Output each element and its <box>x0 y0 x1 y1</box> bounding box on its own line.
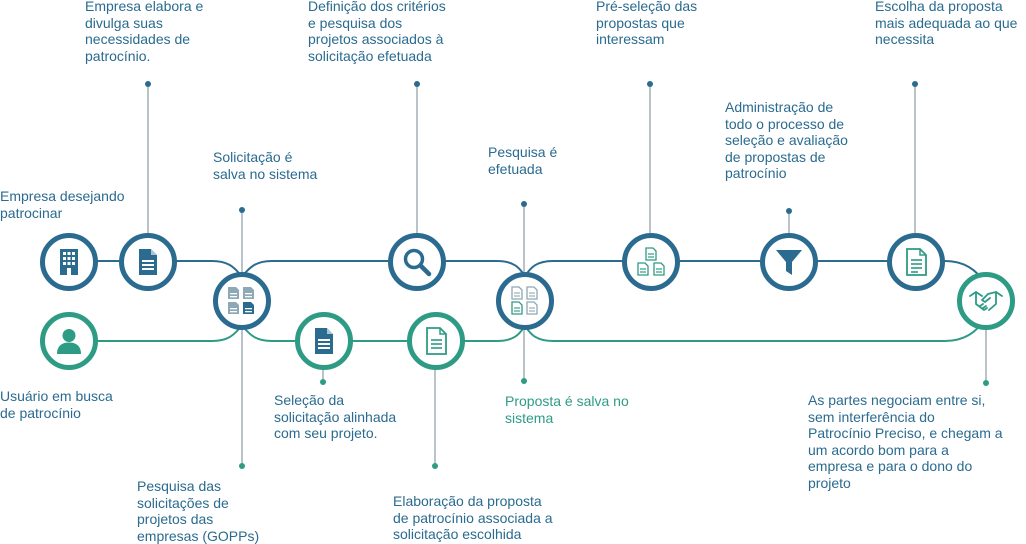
company-node <box>40 233 98 291</box>
document-icon-2 <box>315 328 333 354</box>
magnifying-glass-icon <box>403 248 432 277</box>
multiple-documents-outline-icon <box>511 286 538 315</box>
label-pre-selecao: Pré-seleção das propostas que interessam <box>596 0 698 47</box>
write-proposal-node <box>407 312 465 370</box>
label-proposta-salva: Proposta é salva no sistema <box>505 393 629 426</box>
handshake-icon <box>969 291 1003 311</box>
selection-admin-node <box>760 233 818 291</box>
label-empresa-elabora: Empresa elabora e divulga suas necessida… <box>85 0 204 64</box>
label-solicitacao-salva: Solicitação é salva no sistema <box>213 149 318 182</box>
documents-stack-icon <box>637 247 665 276</box>
label-elaboracao-proposta: Elaboração da proposta de patrocínio ass… <box>393 493 553 542</box>
connector-dots-bottom <box>239 378 989 469</box>
proposal-document-icon <box>426 327 447 355</box>
building-icon <box>60 249 78 275</box>
select-request-node <box>295 312 353 370</box>
label-definicao-criterios: Definição dos critérios e pesquisa dos p… <box>308 0 446 64</box>
connector-dots <box>145 81 918 214</box>
label-pesquisa-efetuada: Pesquisa é efetuada <box>488 144 558 177</box>
choose-proposal-node <box>887 233 945 291</box>
funnel-icon <box>776 250 802 275</box>
label-usuario-busca: Usuário em busca de patrocínio <box>0 388 113 421</box>
preselection-node <box>622 233 680 291</box>
negotiation-node <box>957 272 1015 330</box>
label-escolha-proposta: Escolha da proposta mais adequada ao que… <box>875 0 1018 47</box>
list-document-icon <box>906 248 927 276</box>
connector-lines <box>147 84 987 466</box>
request-saved-node <box>213 272 271 330</box>
label-partes-negociam: As partes negociam entre si, sem interfe… <box>808 392 1003 491</box>
user-node <box>40 312 98 370</box>
label-administracao: Administração de todo o processo de sele… <box>725 99 848 181</box>
publish-needs-node <box>119 233 177 291</box>
multiple-documents-icon <box>228 287 254 314</box>
search-done-node <box>496 272 554 330</box>
label-selecao-solicitacao: Seleção da solicitação alinhada com seu … <box>274 392 397 441</box>
criteria-search-node <box>388 233 446 291</box>
label-empresa-desejando: Empresa desejando patrocinar <box>0 188 125 221</box>
label-pesquisa-gopps: Pesquisa das solicitações de projetos da… <box>137 478 260 544</box>
document-icon <box>139 249 157 275</box>
user-icon <box>57 329 81 354</box>
